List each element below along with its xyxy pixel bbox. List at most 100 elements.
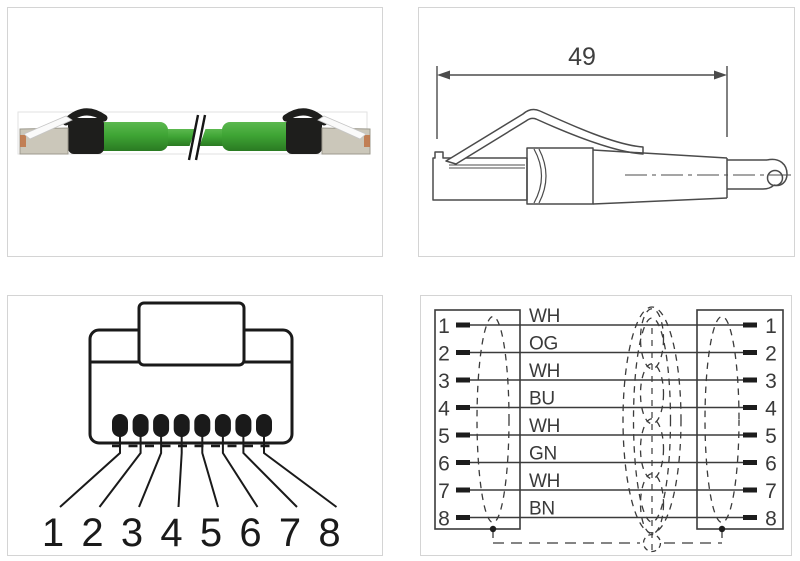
leader-pin-2	[98, 435, 142, 508]
cable-mold-right	[222, 122, 298, 151]
leader-pin-7	[242, 435, 298, 508]
right-pin-6: 6	[765, 453, 777, 476]
wiring-diagram: 1 2 3 4 5 6 7 8 1 2 3 4 5 6 7 8	[434, 306, 784, 554]
right-pin-2: 2	[765, 343, 777, 366]
left-pin-3: 3	[438, 370, 450, 393]
pin-2	[132, 414, 149, 437]
shield-drop-lines	[492, 532, 723, 543]
wire-color-labels: WH OG WH BU WH GN WH BN	[529, 306, 560, 520]
leader-pin-1	[59, 435, 121, 508]
cable-cut-end	[766, 169, 784, 187]
housing	[526, 147, 594, 205]
right-pin-3: 3	[765, 370, 777, 393]
wire-color-8: BN	[529, 499, 555, 520]
break-slash-2	[194, 114, 207, 161]
left-pin-5: 5	[438, 425, 450, 448]
leader-pin-8	[263, 435, 338, 508]
wire-color-7: WH	[529, 471, 560, 492]
latch-lever-right	[317, 115, 367, 140]
wires	[470, 324, 743, 519]
plug-body	[432, 151, 528, 201]
latch-arm	[445, 108, 644, 165]
wire-color-2: OG	[529, 334, 558, 355]
housing-recess-inner	[538, 148, 547, 204]
boot-taper	[592, 149, 728, 205]
left-pin-4: 4	[438, 398, 450, 421]
shield-symbols	[476, 306, 740, 554]
wiring-diagram-panel: 1 2 3 4 5 6 7 8 1 2 3 4 5 6 7 8	[420, 295, 792, 556]
pin-number-3: 3	[121, 511, 143, 555]
left-pin-1: 1	[438, 315, 450, 338]
left-pin-2: 2	[438, 343, 450, 366]
leader-pin-5	[201, 435, 219, 508]
boot-right	[286, 118, 322, 154]
pin-8	[256, 414, 272, 437]
dimension-drawing-panel: 49	[418, 7, 795, 257]
dimension-annotation	[436, 66, 728, 139]
left-connector-box	[434, 309, 521, 530]
rj45-pinout-drawing: 1 2 3 4 5 6 7 8	[42, 301, 341, 555]
pin-number-7: 7	[279, 511, 301, 555]
pin-number-6: 6	[239, 511, 261, 555]
pinout-panel: 1 2 3 4 5 6 7 8	[7, 295, 383, 556]
plug-contacts-left	[20, 135, 26, 147]
wire-color-3: WH	[529, 361, 560, 382]
pin-6	[214, 414, 231, 437]
break-slash-1	[187, 114, 200, 161]
left-pin-numbers: 1 2 3 4 5 6 7 8	[438, 315, 450, 531]
cable-curl	[766, 158, 788, 187]
dimension-arrow-right	[714, 70, 727, 80]
right-pin-numbers: 1 2 3 4 5 6 7 8	[765, 315, 777, 531]
plug-face	[88, 301, 294, 448]
pin-leaders	[59, 435, 338, 508]
left-pin-8: 8	[438, 508, 450, 531]
plug-contacts-right	[364, 135, 370, 147]
right-connector-box	[696, 309, 784, 530]
latch-lever-left	[23, 115, 73, 140]
pair-ellipse-1-2	[639, 308, 665, 370]
pin-4	[173, 414, 190, 437]
plug-latch-tab	[137, 301, 246, 367]
pins	[112, 414, 272, 437]
cable-mold-left	[92, 122, 168, 151]
wire-color-4: BU	[529, 389, 555, 410]
pin-1	[112, 414, 128, 437]
cable-photo-image	[17, 108, 371, 162]
pin-number-2: 2	[81, 511, 103, 555]
right-pin-5: 5	[765, 425, 777, 448]
cable-screen-ellipse	[632, 317, 672, 523]
pin-number-8: 8	[318, 511, 340, 555]
pin-numbers: 1 2 3 4 5 6 7 8	[42, 511, 341, 555]
right-pin-1: 1	[765, 315, 777, 338]
product-photo-panel	[7, 7, 383, 257]
rj45-side-view-drawing: 49	[432, 43, 791, 205]
right-pin-7: 7	[765, 480, 777, 503]
pin-5	[194, 414, 211, 437]
left-pin-6: 6	[438, 453, 450, 476]
pin-contacts	[456, 322, 757, 520]
connector-side-view	[432, 108, 791, 205]
right-pin-8: 8	[765, 508, 777, 531]
pin-number-4: 4	[160, 511, 182, 555]
shield-ellipse-right	[704, 315, 740, 524]
shield-node-circle	[642, 533, 662, 553]
boot-left	[68, 118, 104, 154]
shield-ellipse-left	[476, 315, 510, 524]
pin-number-5: 5	[200, 511, 222, 555]
pin-7	[235, 414, 252, 437]
leader-pin-3	[138, 435, 163, 508]
connector-boxes	[434, 309, 784, 530]
housing-recess-outer	[533, 148, 543, 204]
dimension-arrow-left	[437, 70, 450, 80]
shield-dot-left	[489, 525, 497, 533]
cable-photo	[19, 108, 371, 162]
pin-number-1: 1	[42, 511, 64, 555]
pair-ellipse-3-4	[639, 363, 665, 425]
left-pin-7: 7	[438, 480, 450, 503]
dimension-value: 49	[568, 43, 596, 71]
right-pin-4: 4	[765, 398, 777, 421]
shield-connection	[489, 525, 726, 553]
shield-dot-right	[718, 525, 726, 533]
pair-ellipse-5-6	[639, 418, 665, 480]
